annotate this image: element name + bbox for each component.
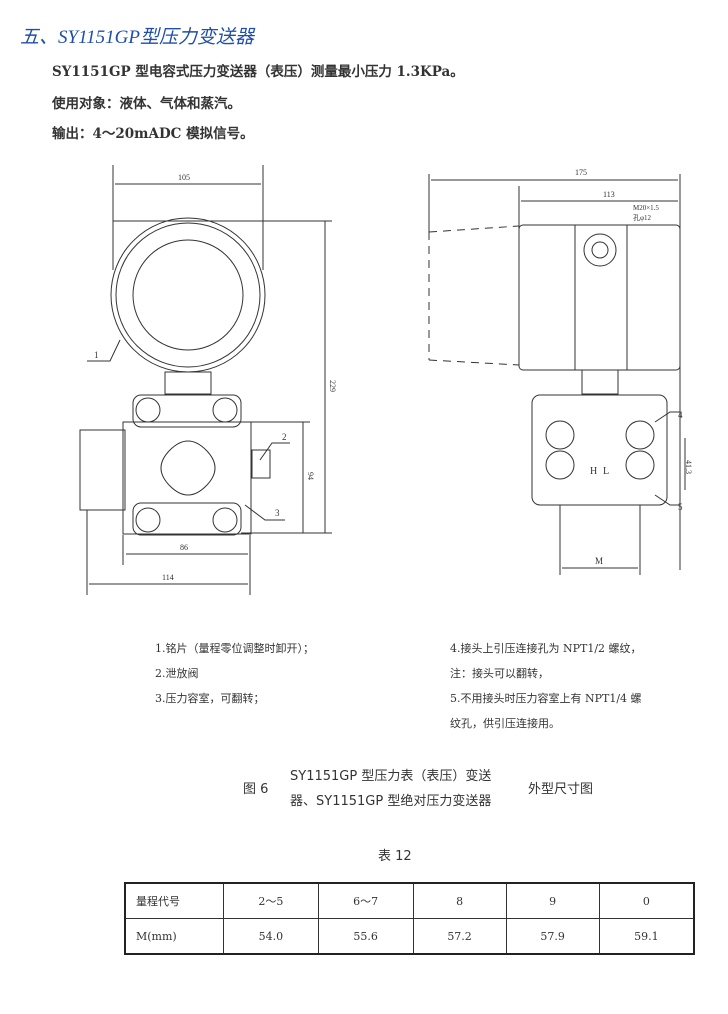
intro-line-1: SY1151GP 型电容式压力变送器（表压）测量最小压力 1.3KPa。 xyxy=(52,64,464,80)
table-cell: 6～7 xyxy=(317,882,414,919)
table-cell: 59.1 xyxy=(598,918,695,955)
note-5: 5.不用接头时压力容室上有 NPT1/4 螺 xyxy=(450,692,642,705)
table-cell: 57.9 xyxy=(505,918,600,955)
dim-114: 114 xyxy=(162,573,174,582)
note-4: 4.接头上引压连接孔为 NPT1/2 螺纹， xyxy=(450,642,642,655)
table-row: M(mm) 54.0 55.6 57.2 57.9 59.1 xyxy=(124,918,695,955)
dim-113: 113 xyxy=(603,190,615,199)
l-label: L xyxy=(603,466,609,477)
callout-1: 1 xyxy=(94,350,99,360)
side-view-drawing: 175 113 M20×1.5 孔φ12 H L 41.3 4 5 M xyxy=(428,168,693,575)
table-cell: 2～5 xyxy=(223,882,319,919)
dim-86: 86 xyxy=(180,543,188,552)
note-4-remark: 注：接头可以翻转， xyxy=(450,667,549,680)
dim-41-3: 41.3 xyxy=(684,460,693,474)
h-label: H xyxy=(590,466,597,477)
front-view-drawing: 105 229 94 86 114 1 2 3 xyxy=(79,165,337,595)
figure-caption-suffix: 外型尺寸图 xyxy=(528,782,594,797)
dim-105: 105 xyxy=(178,173,190,182)
table-cell: M(mm) xyxy=(124,918,224,955)
callout-3: 3 xyxy=(275,508,280,518)
table-cell: 9 xyxy=(505,882,600,919)
figure-number: 图 6 xyxy=(243,782,269,797)
note-2: 2.泄放阀 xyxy=(155,667,199,680)
figure-caption-line-1: SY1151GP 型压力表（表压）变送 xyxy=(290,769,492,784)
callout-4: 4 xyxy=(678,410,683,420)
note-3: 3.压力容室，可翻转； xyxy=(155,692,265,705)
table-cell: 57.2 xyxy=(412,918,507,955)
note-1: 1.铭片（量程零位调整时卸开）； xyxy=(155,642,314,655)
figure-caption-line-2: 器、SY1151GP 型绝对压力变送器 xyxy=(290,794,492,809)
intro-line-2: 使用对象：液体、气体和蒸汽。 xyxy=(52,96,241,112)
dim-229: 229 xyxy=(328,380,337,392)
intro-line-3: 输出：4～20mADC 模拟信号。 xyxy=(52,126,254,142)
note-5-cont: 纹孔，供引压连接用。 xyxy=(450,717,560,730)
table-row: 量程代号 2～5 6～7 8 9 0 xyxy=(124,882,695,919)
table-cell: 0 xyxy=(598,882,695,919)
callout-5: 5 xyxy=(678,502,683,512)
table-cell: 54.0 xyxy=(223,918,319,955)
m-label: M xyxy=(595,556,603,566)
table-title: 表 12 xyxy=(378,849,412,864)
thread-spec: M20×1.5 xyxy=(633,204,659,212)
hole-spec: 孔φ12 xyxy=(633,214,652,222)
table-cell: 55.6 xyxy=(317,918,414,955)
table-cell: 8 xyxy=(412,882,507,919)
section-heading: 五、SY1151GP型压力变送器 xyxy=(20,27,254,48)
callout-2: 2 xyxy=(282,432,287,442)
dim-175: 175 xyxy=(575,168,587,177)
range-table: 量程代号 2～5 6～7 8 9 0 M(mm) 54.0 55.6 57.2 … xyxy=(124,882,695,955)
table-cell: 量程代号 xyxy=(124,882,224,919)
dim-94: 94 xyxy=(306,472,315,480)
